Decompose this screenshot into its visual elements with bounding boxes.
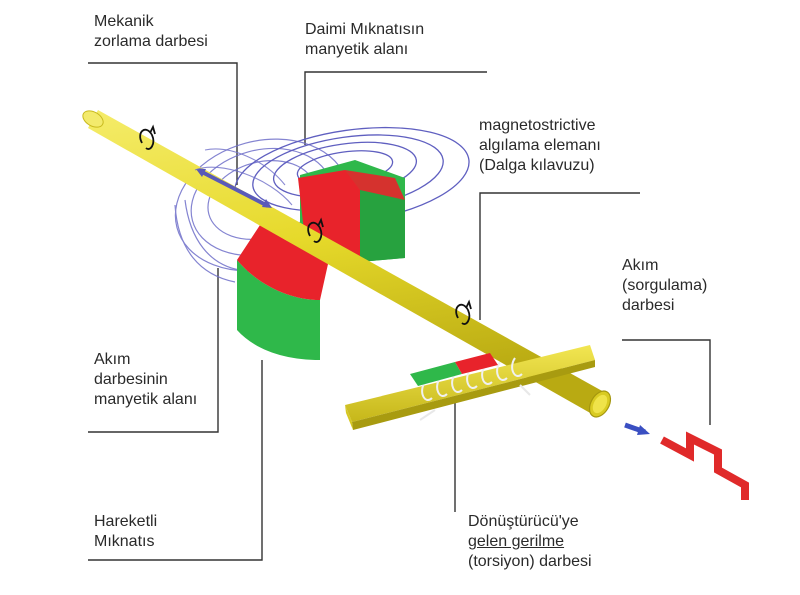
label-current-pulse: Akım (sorgulama) darbesi (622, 257, 708, 314)
label-mechanical-strain-pulse: Mekanik zorlama darbesi (94, 13, 208, 50)
label-permanent-magnet-field: Daimi Mıknatısın manyetik alanı (305, 21, 425, 58)
label-moving-magnet: Hareketli Mıknatıs (94, 513, 158, 550)
label-current-pulse-field: Akım darbesinin manyetik alanı (94, 351, 198, 408)
leader-current-field (88, 268, 219, 433)
leader-waveguide (479, 192, 640, 320)
label-magnetostrictive-element: magnetostrictive algılama elemanı (Dalga… (479, 117, 601, 174)
transducer (345, 345, 595, 430)
leader-mechanical-pulse (88, 62, 238, 185)
torsion-arrows (139, 124, 472, 325)
waveguide-rod (82, 110, 612, 418)
current-pulse-wave (624, 422, 749, 500)
moving-magnet (237, 160, 405, 360)
leader-current-pulse (622, 339, 711, 425)
leader-permanent-field (304, 71, 487, 145)
strain-pulse-arrow (196, 169, 272, 208)
leader-moving-magnet (88, 360, 263, 561)
label-torsion-pulse: Dönüştürücü'ye gelen gerilme (torsiyon) … (468, 513, 592, 570)
leader-lines (88, 62, 711, 561)
front-field-lines (194, 148, 293, 206)
